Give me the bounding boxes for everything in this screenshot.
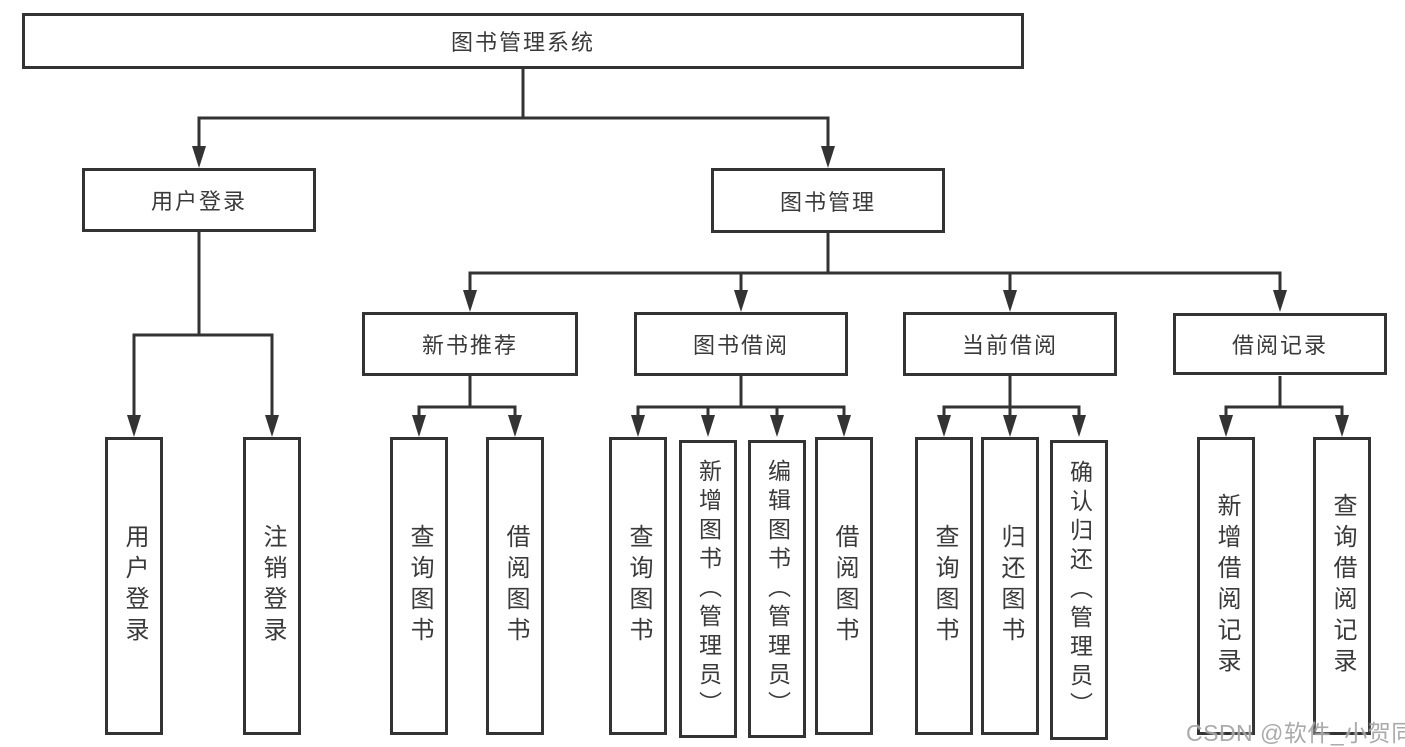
leaf-confirm-return-admin: 确认归还（管理员） <box>1050 440 1108 740</box>
leaf-logout: 注销登录 <box>243 437 301 735</box>
node-root-label: 图书管理系统 <box>450 30 595 55</box>
arrowheads-book-mgmt-branch <box>463 290 1287 312</box>
node-book-borrowing: 图书借阅 <box>634 312 848 376</box>
leaf-recommend-query-books-label: 查询图书 <box>406 524 433 648</box>
connector-book-mgmt-branch <box>468 233 1282 293</box>
leaf-return-books-label: 归还图书 <box>997 524 1024 648</box>
leaf-current-query-books-label: 查询图书 <box>931 524 958 648</box>
leaf-query-borrow-record-label: 查询借阅记录 <box>1329 493 1356 679</box>
leaf-borrowing-borrow-books: 借阅图书 <box>815 437 873 735</box>
leaf-user-login: 用户登录 <box>105 437 163 735</box>
leaf-edit-books-admin: 编辑图书（管理员） <box>748 440 806 738</box>
node-user-login-label: 用户登录 <box>150 189 247 214</box>
node-new-book-recommend-label: 新书推荐 <box>421 333 518 358</box>
leaf-return-books: 归还图书 <box>981 437 1039 735</box>
leaf-borrowing-query-books-label: 查询图书 <box>625 524 652 648</box>
leaf-add-books-admin-label: 新增图书（管理员） <box>695 458 722 720</box>
node-book-management: 图书管理 <box>711 168 945 233</box>
node-borrowing-records: 借阅记录 <box>1173 313 1387 375</box>
arrowheads-current-borrow-branch <box>937 415 1086 437</box>
arrowheads-book-borrow-branch <box>631 415 851 437</box>
leaf-current-query-books: 查询图书 <box>915 437 973 735</box>
node-user-login: 用户登录 <box>82 168 316 232</box>
node-book-borrowing-label: 图书借阅 <box>692 333 789 358</box>
connector-new-book-rec-branch <box>417 376 517 418</box>
node-current-borrowing-label: 当前借阅 <box>961 333 1058 358</box>
leaf-add-borrow-record-label: 新增借阅记录 <box>1213 493 1240 679</box>
connector-current-borrow-branch <box>942 376 1081 418</box>
leaf-logout-label: 注销登录 <box>259 524 286 648</box>
arrowheads-new-book-rec-branch <box>412 415 522 437</box>
arrowheads-borrow-record-branch <box>1219 415 1349 437</box>
leaf-add-borrow-record: 新增借阅记录 <box>1197 437 1255 735</box>
leaf-borrowing-query-books: 查询图书 <box>609 437 667 735</box>
leaf-user-login-label: 用户登录 <box>121 524 148 648</box>
leaf-confirm-return-admin-label: 确认归还（管理员） <box>1066 459 1093 721</box>
connector-borrow-record-branch <box>1224 376 1344 418</box>
connector-book-borrow-branch <box>636 376 846 418</box>
leaf-recommend-borrow-books: 借阅图书 <box>486 437 544 735</box>
node-borrowing-records-label: 借阅记录 <box>1231 333 1328 358</box>
leaf-recommend-query-books: 查询图书 <box>390 437 448 735</box>
node-book-management-label: 图书管理 <box>779 189 876 215</box>
leaf-query-borrow-record: 查询借阅记录 <box>1313 437 1371 735</box>
connector-root-to-level2 <box>197 69 830 149</box>
node-new-book-recommend: 新书推荐 <box>362 312 578 376</box>
arrowheads-user-login-branch <box>127 415 279 437</box>
connector-user-login-branch <box>132 231 274 418</box>
leaf-edit-books-admin-label: 编辑图书（管理员） <box>764 458 791 720</box>
node-current-borrowing: 当前借阅 <box>903 312 1117 376</box>
node-root: 图书管理系统 <box>22 13 1024 69</box>
leaf-recommend-borrow-books-label: 借阅图书 <box>502 524 529 648</box>
arrowheads-level2 <box>192 146 835 168</box>
csdn-watermark: CSDN @软件_小贺同学 <box>1186 720 1405 746</box>
leaf-add-books-admin: 新增图书（管理员） <box>679 440 737 738</box>
leaf-borrowing-borrow-books-label: 借阅图书 <box>831 524 858 648</box>
